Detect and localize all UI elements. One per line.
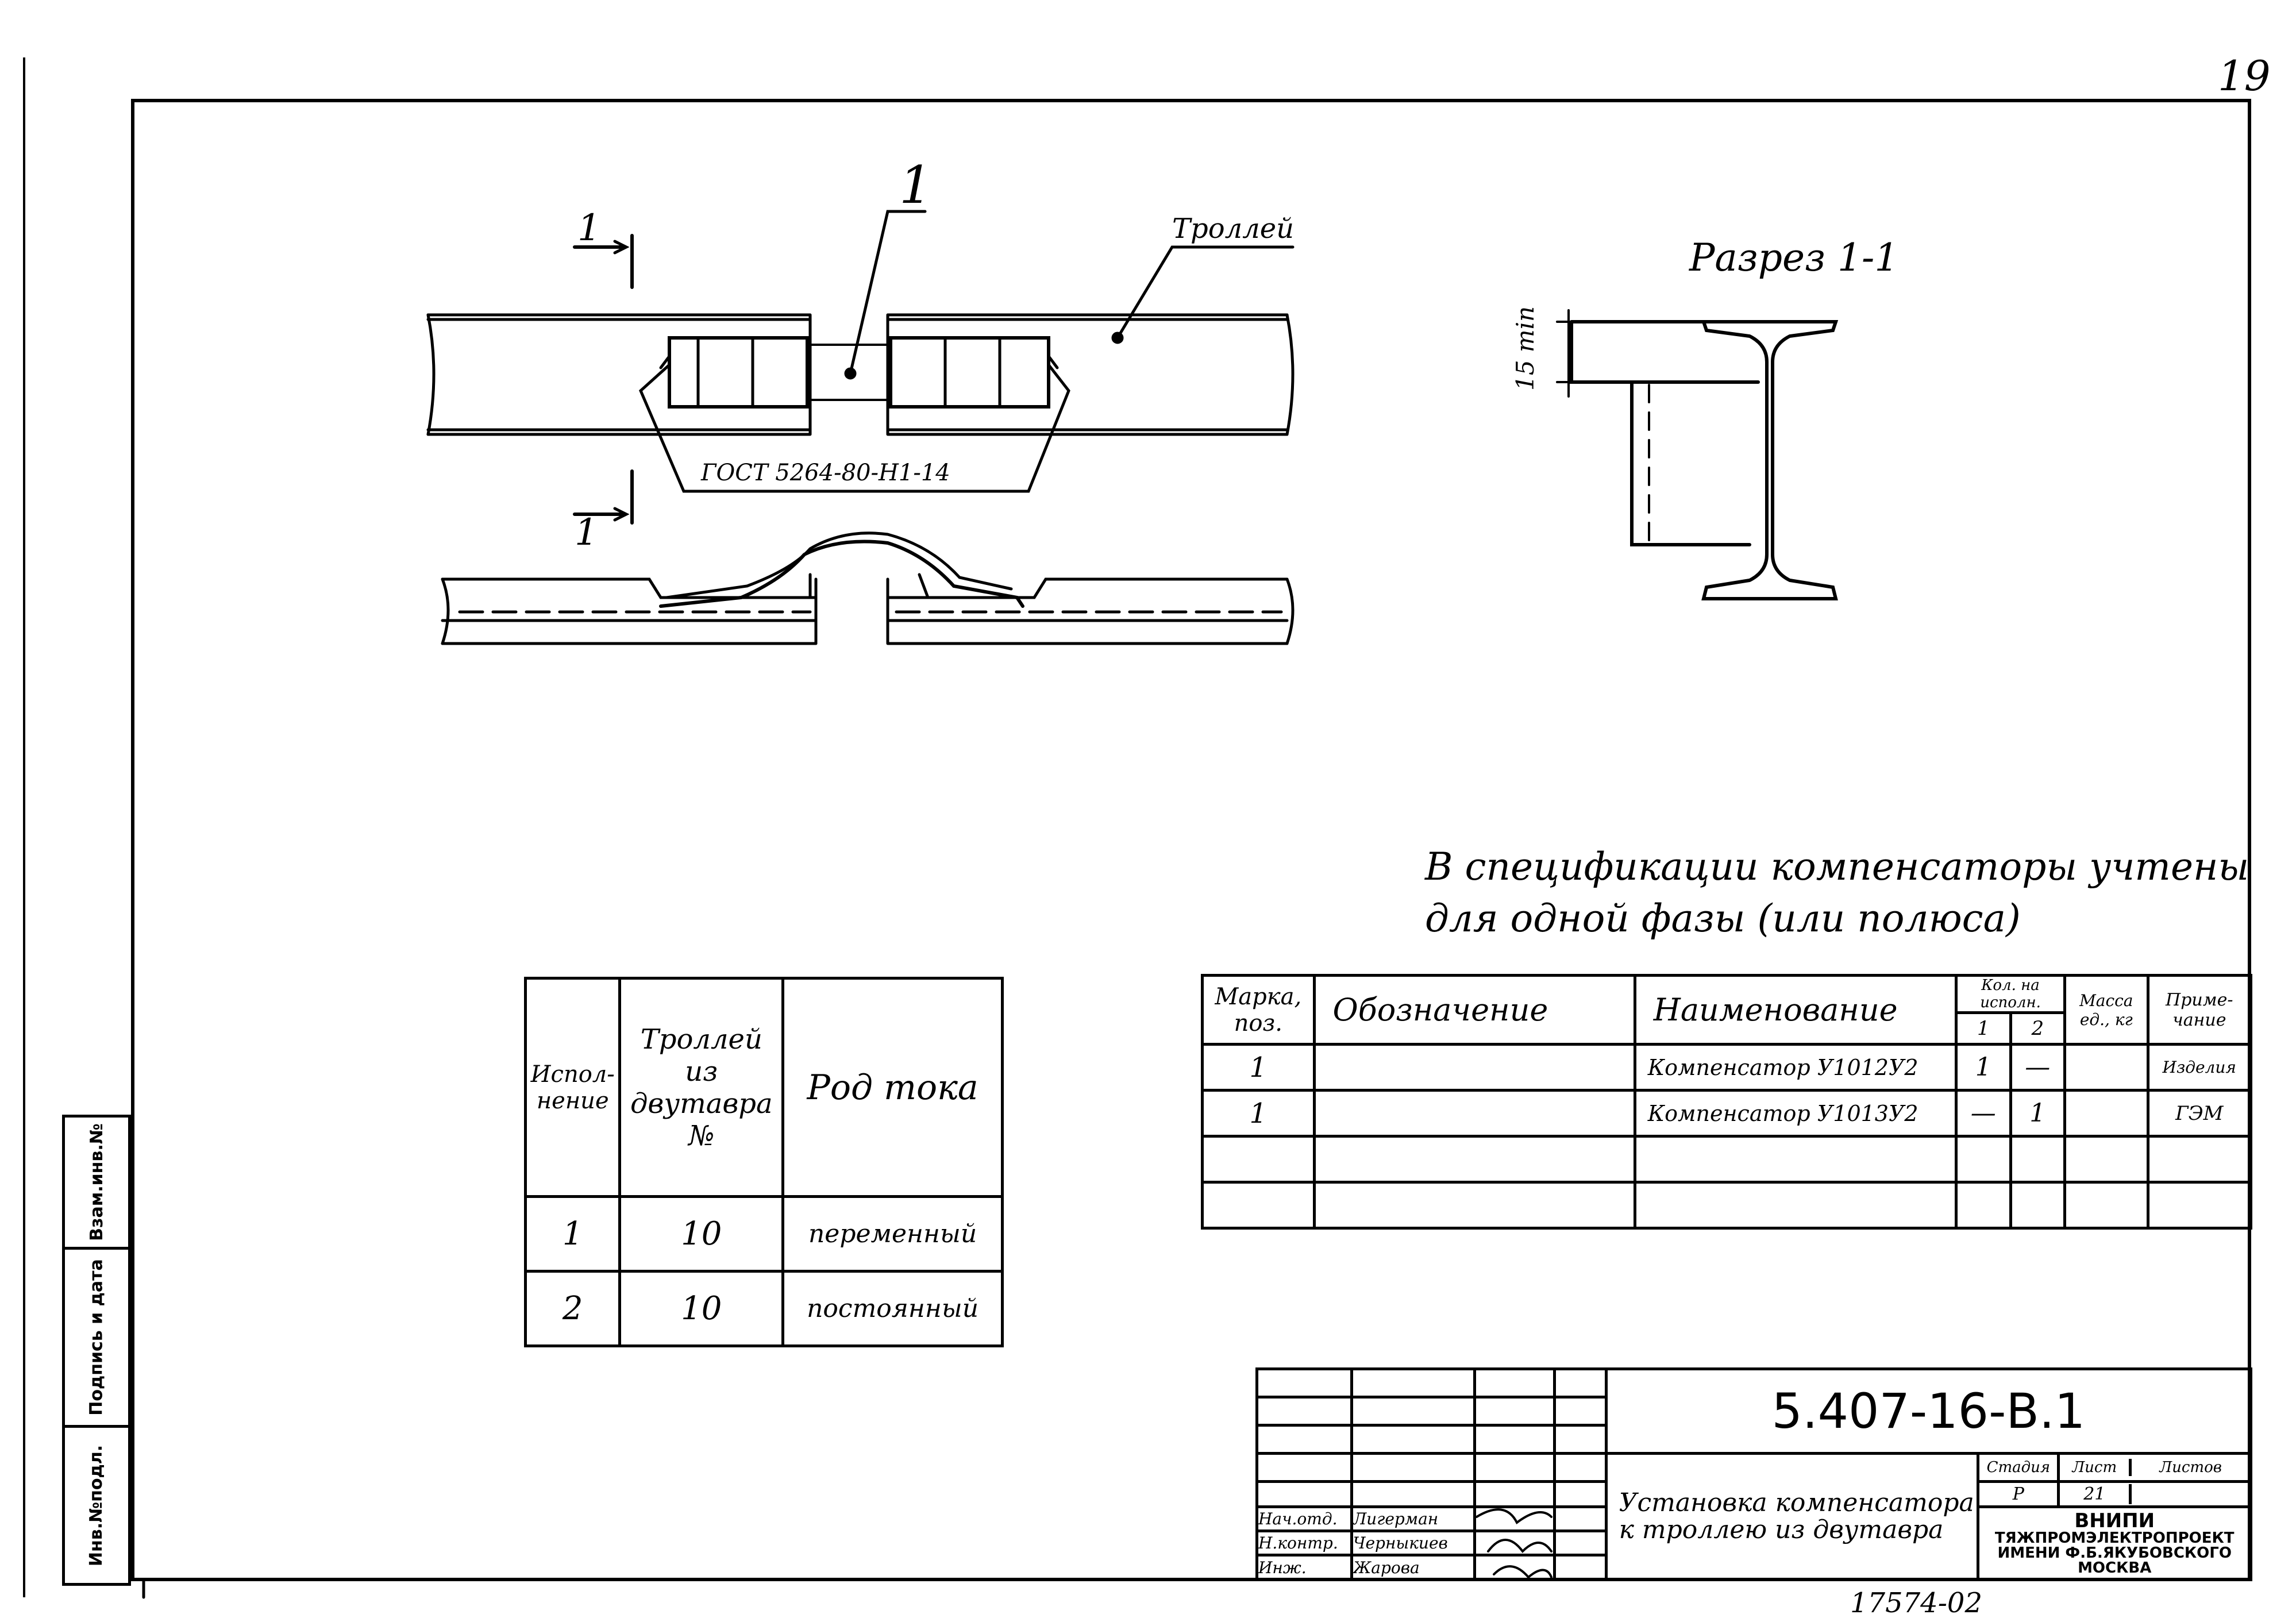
page-number: 19 [2218, 52, 2271, 100]
exec-header-variant: Испол-нение [523, 977, 622, 1198]
org-line-3: ИМЕНИ Ф.Б.ЯКУБОВСКОГО [1997, 1544, 2232, 1562]
exec-row-2-trolley: 10 [618, 1270, 785, 1347]
leader-trolley [1116, 245, 1295, 340]
title-block: 5.407-16-В.1 Установка компенсатора к тр… [1255, 1367, 2253, 1582]
spec-row-4 [1201, 1181, 2253, 1230]
role-control: Н.контр. [1255, 1529, 1353, 1557]
exec-row-2-variant: 2 [523, 1270, 622, 1347]
sheet-border [131, 99, 2251, 1581]
execution-table: Испол-нение Троллей из двутавра № Род то… [523, 977, 1004, 1347]
role-engineer: Инж. [1255, 1554, 1353, 1581]
leader-part-1 [849, 210, 927, 375]
name-engineer: Жарова [1350, 1554, 1477, 1581]
stage-value: Р [1977, 1480, 2060, 1508]
title-text: Установка компенсатора к троллею из двут… [1604, 1452, 1980, 1581]
section-ibeam [1570, 320, 1839, 600]
rail-right-side [886, 577, 1289, 645]
spec-table: Марка, поз. Обозначение Наименование Кол… [1201, 974, 2253, 1230]
org-line-1: ВНИПИ [2074, 1509, 2155, 1532]
org-line-4: МОСКВА [2078, 1559, 2152, 1577]
sheet-value: 21 [2083, 1484, 2106, 1504]
name-head: Лигерман [1350, 1505, 1477, 1533]
section-mark-top-label: 1 [577, 207, 601, 249]
compensator-plate-right [889, 336, 1050, 409]
exec-row-1-current: переменный [781, 1195, 1004, 1273]
spec-row-2: 1 Компенсатор У1013У2 — 1 ГЭМ [1201, 1089, 2253, 1138]
section-mark-bottom-label: 1 [575, 511, 598, 554]
name-control: Черныкиев [1350, 1529, 1477, 1557]
exec-row-1-variant: 1 [523, 1195, 622, 1273]
spec-header-mass: Масса ед., кг [2063, 974, 2149, 1046]
stamp-cell-signature: Подпись и дата [65, 1250, 128, 1428]
sheets-value [2129, 1484, 2249, 1504]
spec-header-designation: Обозначение [1312, 974, 1636, 1046]
trolley-label: Троллей [1172, 213, 1295, 245]
spec-header-mark: Марка, поз. [1201, 974, 1316, 1046]
exec-header-trolley: Троллей из двутавра № [618, 977, 785, 1198]
stage-label: Стадия [1977, 1452, 2060, 1483]
note-line-2: для одной фазы (или полюса) [1425, 896, 2021, 941]
note-line-1: В спецификации компенсаторы учтены [1425, 845, 2249, 889]
dimension-label: 15 min [1511, 306, 1539, 391]
stamp-cell-replace: Взам.инв.№ [65, 1118, 128, 1250]
trolley-right-plan [886, 313, 1289, 436]
section-title: Разрез 1-1 [1689, 236, 1899, 280]
exec-header-current: Род тока [781, 977, 1004, 1198]
section-mark-top [573, 234, 634, 289]
trolley-left-plan [426, 313, 812, 436]
spec-header-note: Приме-чание [2146, 974, 2253, 1046]
part-number-label: 1 [899, 155, 933, 215]
organization: ВНИПИ ТЯЖПРОМЭЛЕКТРОПРОЕКТ ИМЕНИ Ф.Б.ЯКУ… [1977, 1505, 2252, 1582]
footer-code: 17574-02 [1850, 1587, 1982, 1619]
section-mark-bottom [573, 469, 634, 525]
dimension-line [1556, 309, 1578, 398]
org-line-2: ТЯЖПРОМЭЛЕКТРОПРОЕКТ [1994, 1529, 2235, 1547]
spec-header-qty-2: 2 [2009, 1011, 2067, 1046]
sheets-label: Листов [2129, 1459, 2249, 1476]
spec-header-name: Наименование [1633, 974, 1958, 1046]
left-margin-line [23, 57, 25, 1597]
exec-row-1-trolley: 10 [618, 1195, 785, 1273]
compensator-arch [659, 540, 1024, 608]
spec-row-1: 1 Компенсатор У1012У2 1 — Изделия [1201, 1043, 2253, 1092]
exec-row-2-current: постоянный [781, 1270, 1004, 1347]
doc-code: 5.407-16-В.1 [1604, 1367, 2253, 1455]
spec-row-3 [1201, 1135, 2253, 1184]
stamp-column: Взам.инв.№ Подпись и дата Инв.№подл. [62, 1115, 131, 1586]
role-head: Нач.отд. [1255, 1505, 1353, 1533]
spec-header-qty: Кол. на исполн. [1954, 974, 2067, 1014]
spec-header-qty-1: 1 [1955, 1011, 2012, 1046]
sheet-label: Лист [2072, 1459, 2117, 1476]
compensator-plate-left [668, 336, 809, 409]
gost-label: ГОСТ 5264-80-Н1-14 [701, 460, 950, 486]
